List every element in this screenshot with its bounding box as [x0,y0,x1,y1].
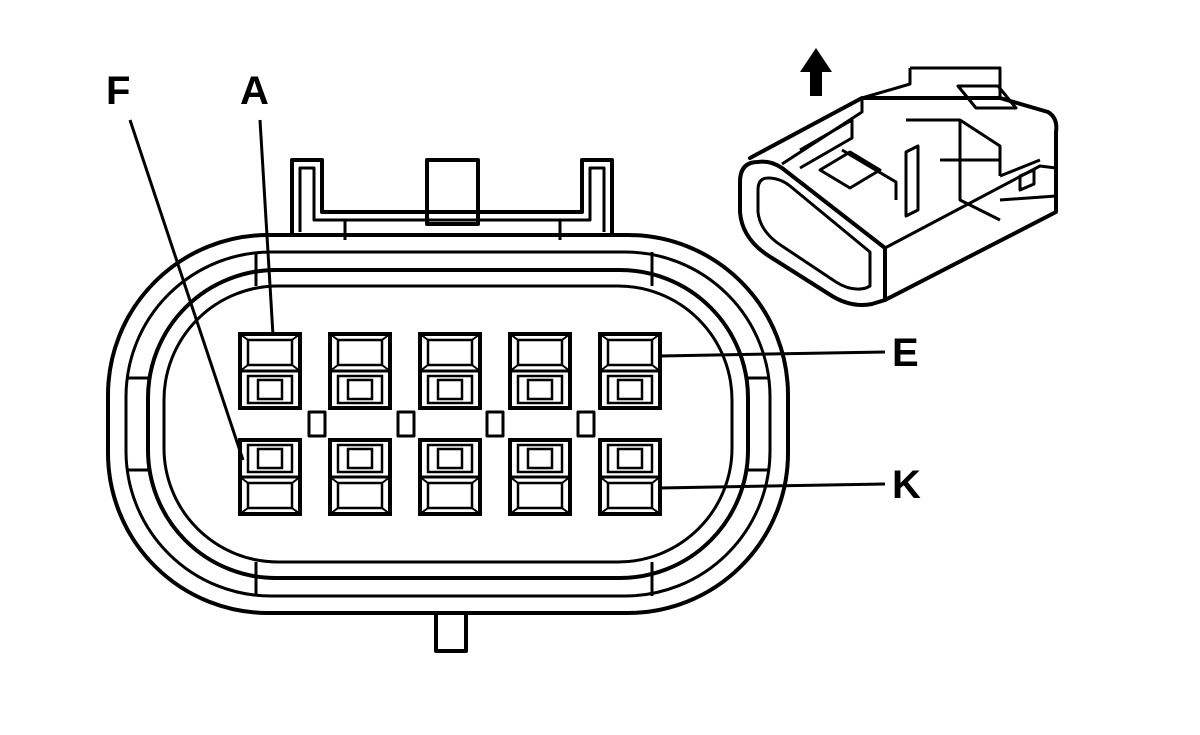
pin-cavity-h [418,438,482,516]
pin-cavity-g [328,438,392,516]
locator-windows [307,410,596,438]
leader-k [659,482,886,490]
connector-body [106,233,790,615]
pin-cavity-b [328,332,392,410]
orientation-arrow-icon [800,48,832,96]
pin-cavity-d [508,332,572,410]
leader-f [128,119,245,461]
callout-k: K [892,463,921,507]
connector-isometric-view [738,66,1059,307]
bottom-key [434,611,468,653]
callout-leaders [128,119,886,490]
pin-cavity-j [508,438,572,516]
top-latch [290,158,614,240]
leader-a [258,119,275,336]
pin-cavity-e [598,332,662,410]
pin-cavities [238,332,662,516]
leader-e [659,350,886,358]
callout-e: E [892,331,919,375]
pin-cavity-a [238,332,302,410]
callout-a: A [240,69,269,113]
callout-f: F [106,69,130,113]
pin-cavity-k [598,438,662,516]
pin-cavity-c [418,332,482,410]
pin-cavity-f [238,438,302,516]
